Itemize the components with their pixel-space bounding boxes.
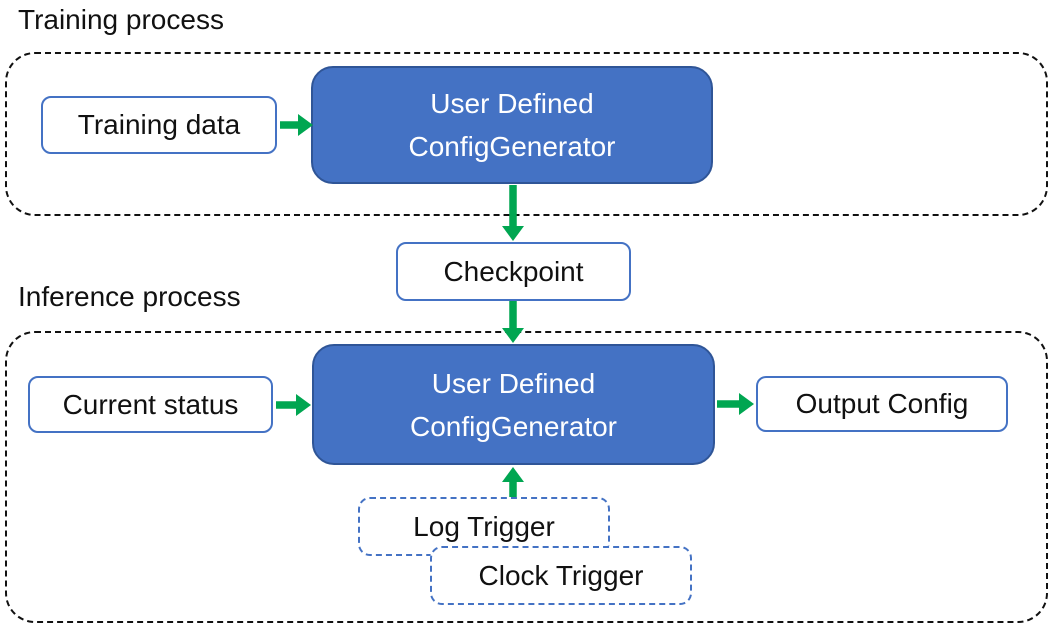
current-status-box: Current status bbox=[28, 376, 273, 433]
training-config-generator-line1: User Defined bbox=[430, 88, 594, 119]
clock-trigger-box: Clock Trigger bbox=[430, 546, 692, 605]
output-config-box: Output Config bbox=[756, 376, 1008, 432]
inference-process-label: Inference process bbox=[18, 281, 241, 312]
training-data-box: Training data bbox=[41, 96, 277, 154]
training-config-generator-box: User Defined ConfigGenerator bbox=[311, 66, 713, 184]
inference-config-generator-line2: ConfigGenerator bbox=[409, 410, 617, 442]
checkpoint-box: Checkpoint bbox=[396, 242, 631, 301]
training-config-generator-line2: ConfigGenerator bbox=[408, 131, 616, 162]
inference-process-container bbox=[5, 331, 1048, 623]
training-process-container bbox=[5, 52, 1048, 216]
training-process-label: Training process bbox=[18, 4, 224, 35]
inference-config-generator-box: User Defined ConfigGenerator bbox=[312, 344, 715, 465]
inference-config-generator-line1: User Defined bbox=[431, 367, 596, 399]
